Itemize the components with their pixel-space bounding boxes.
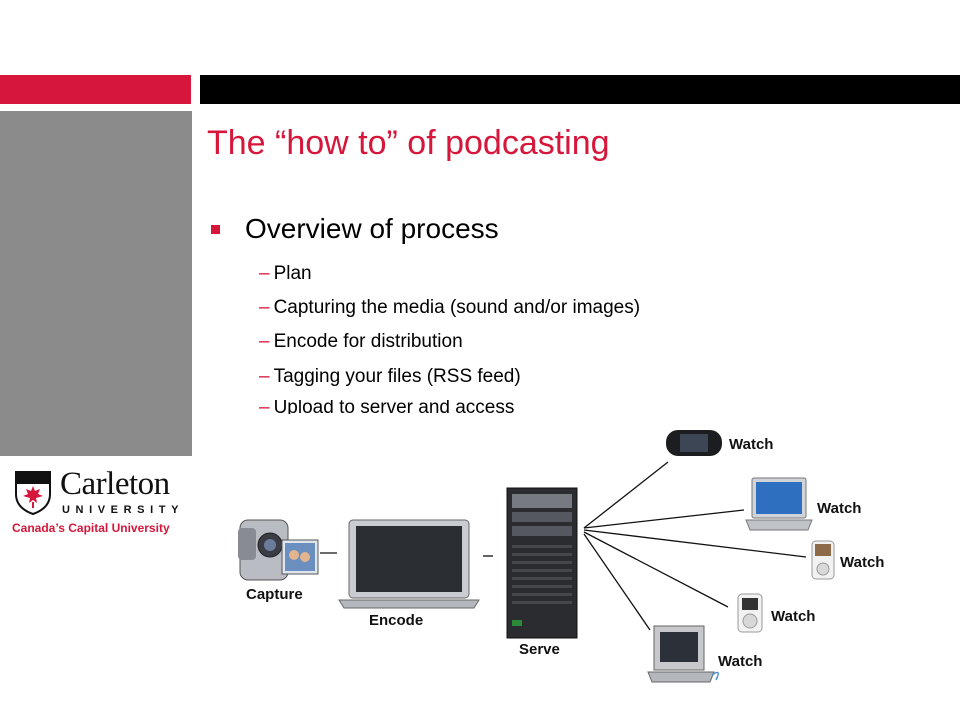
connector-lines xyxy=(320,461,807,631)
handheld-player-icon xyxy=(666,430,722,456)
gray-side-panel xyxy=(0,111,192,456)
subitem-capturing: –Capturing the media (sound and/or image… xyxy=(259,297,641,318)
laptop-icon xyxy=(338,519,480,609)
bullet-overview: Overview of process xyxy=(245,213,499,244)
shield-icon xyxy=(15,471,51,516)
black-header-bar xyxy=(200,75,960,104)
camcorder-icon xyxy=(238,519,319,581)
red-header-bar xyxy=(0,75,191,104)
watch-label-desktop: Watch xyxy=(718,653,763,670)
logo-tagline: Canada’s Capital University xyxy=(12,521,170,535)
server-icon xyxy=(506,487,578,639)
subitem-upload: Upload to server and access xyxy=(273,400,515,414)
ipod-icon xyxy=(737,593,763,633)
logo-university: UNIVERSITY xyxy=(62,504,185,516)
logo-name: Carleton xyxy=(60,466,170,502)
watch-label-laptop: Watch xyxy=(817,500,862,517)
encode-label: Encode xyxy=(369,612,424,629)
subitem-upload-clipped: –Upload to server and access xyxy=(255,400,655,414)
watch-label-handheld: Watch xyxy=(729,436,774,453)
watch-label-ipod: Watch xyxy=(771,608,816,625)
serve-label: Serve xyxy=(519,641,560,658)
bullet-square-icon xyxy=(211,225,220,234)
ipod-video-icon xyxy=(811,540,835,580)
subitem-tagging: –Tagging your files (RSS feed) xyxy=(259,366,521,387)
subitem-plan: –Plan xyxy=(259,263,312,284)
slide-title: The “how to” of podcasting xyxy=(207,124,610,162)
carleton-logo: Carleton UNIVERSITY Canada’s Capital Uni… xyxy=(12,466,188,538)
watch-label-ipod-video: Watch xyxy=(840,554,885,571)
laptop-watch-icon xyxy=(745,477,813,531)
subitem-encode: –Encode for distribution xyxy=(259,331,463,352)
capture-label: Capture xyxy=(246,586,303,603)
desktop-monitor-icon xyxy=(647,625,719,683)
